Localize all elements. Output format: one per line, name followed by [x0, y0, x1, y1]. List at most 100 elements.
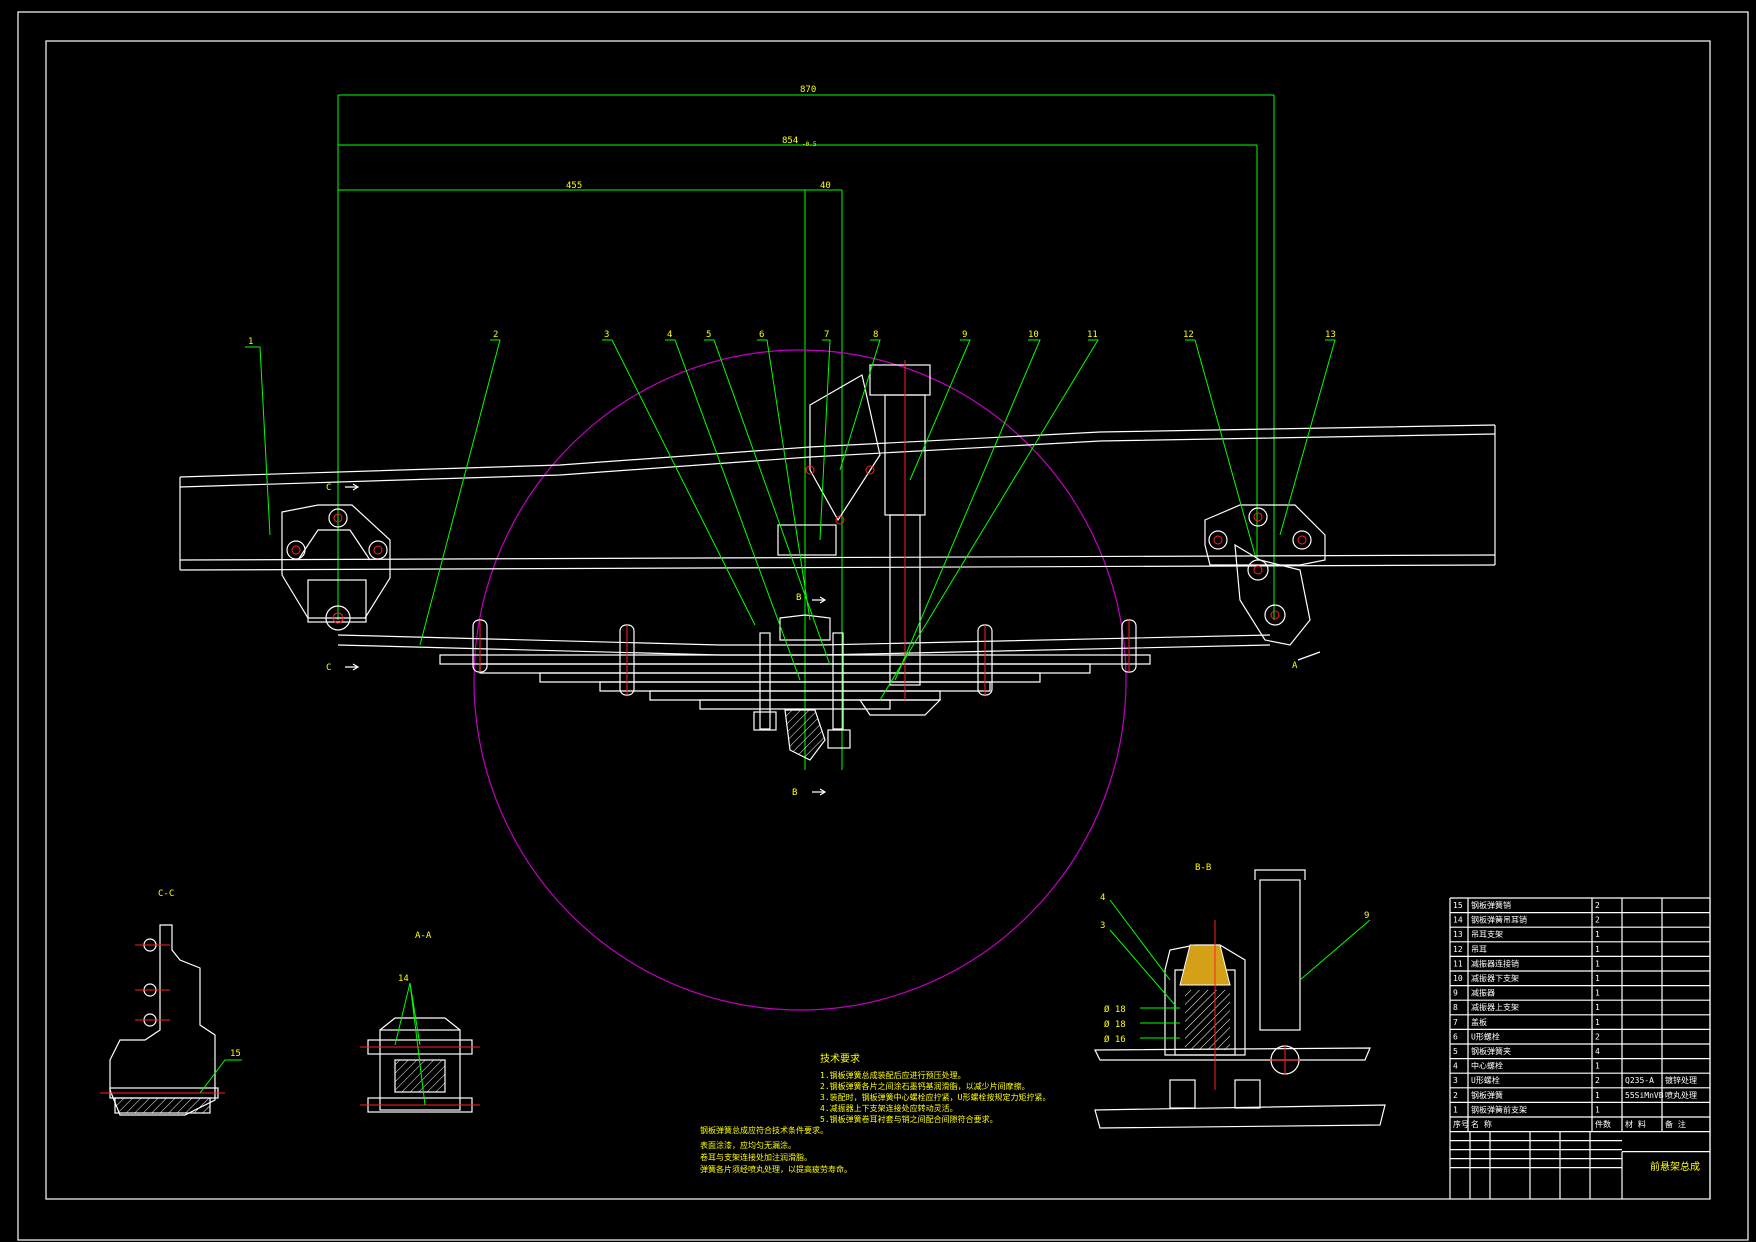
section-mark-a-right: A: [1292, 661, 1298, 671]
bom-cell: 2: [1595, 916, 1600, 925]
bom-cell: 2: [1453, 1091, 1458, 1100]
tech-note-line: 3.装配时，钢板弹簧中心螺栓应拧紧，U形螺栓按规定力矩拧紧。: [820, 1092, 1050, 1102]
dim-overall: 870: [800, 85, 816, 95]
view-b-b-dia-3: Ø 16: [1104, 1034, 1126, 1045]
tech-note-line: 2.钢板弹簧各片之间涂石墨钙基润滑脂，以减少片间摩擦。: [820, 1081, 1030, 1091]
bom-cell: 5: [1453, 1047, 1458, 1056]
bom-cell: 1: [1595, 959, 1600, 968]
bom-cell: 1: [1595, 1062, 1600, 1071]
tech-note-line: 1.钢板弹簧总成装配后应进行预压处理。: [820, 1070, 966, 1080]
bom-cell: 减振器: [1471, 988, 1495, 998]
view-b-b-label-3: 3: [1100, 921, 1105, 931]
bom-cell: 55SiMnVB: [1625, 1091, 1664, 1100]
bom-cell: 3: [1453, 1076, 1458, 1085]
leader-label-12: 12: [1183, 330, 1194, 340]
bom-cell: 减振器上支架: [1471, 1002, 1519, 1012]
leader-label-9: 9: [962, 330, 967, 340]
bom-cell: 2: [1595, 1076, 1600, 1085]
bom-cell: 1: [1595, 1003, 1600, 1012]
front-bracket: [281, 504, 391, 631]
bom-cell: 1: [1595, 989, 1600, 998]
bom-cell: 1: [1595, 930, 1600, 939]
bom-cell: 盖板: [1471, 1017, 1487, 1027]
leader-label-8: 8: [873, 330, 878, 340]
bom-cell: 1: [1595, 974, 1600, 983]
leader-label-3: 3: [604, 330, 609, 340]
leader-label-1: 1: [248, 337, 253, 347]
bom-header-cell: 名 称: [1471, 1119, 1492, 1129]
bom-cell: 钢板弹簧前支架: [1471, 1104, 1527, 1114]
bom-cell: 11: [1453, 959, 1463, 968]
bom-cell: 9: [1453, 989, 1458, 998]
section-mark-c-bottom: C: [326, 663, 331, 673]
dim-center-width: 40: [820, 181, 831, 191]
view-b-b-label-4: 4: [1100, 893, 1105, 903]
tech-notes: 1.钢板弹簧总成装配后应进行预压处理。 2.钢板弹簧各片之间涂石墨钙基润滑脂，以…: [700, 1070, 1050, 1174]
bom-cell: 10: [1453, 974, 1463, 983]
bom-cell: 吊耳: [1471, 945, 1487, 954]
leader-labels: 1 2 3 4 5 6 7 8 9 10 11 12 13: [248, 330, 1336, 347]
dim-eye-to-eye: 854: [782, 136, 798, 146]
view-label-b-b: B-B: [1195, 863, 1211, 873]
bom-cell: U形螺栓: [1471, 1075, 1500, 1085]
dim-eye-tol: -0.5: [802, 141, 817, 148]
leader-label-10: 10: [1028, 330, 1039, 340]
bom-cell: 2: [1595, 1032, 1600, 1041]
bom-cell: 钢板弹簧夹: [1471, 1046, 1511, 1056]
view-c-c-label-15: 15: [230, 1049, 241, 1059]
bom-title: 前悬架总成: [1650, 1160, 1700, 1173]
bom-cell: 1: [1595, 1018, 1600, 1027]
leader-label-5: 5: [706, 330, 711, 340]
bom-cell: 钢板弹簧: [1471, 1090, 1503, 1100]
section-mark-b-bottom: B: [792, 788, 797, 798]
bom-cell: 4: [1595, 1047, 1600, 1056]
bom-cell: 1: [1453, 1105, 1458, 1114]
bom-cell: 8: [1453, 1003, 1458, 1012]
bom-header-cell: 材 料: [1625, 1119, 1646, 1129]
view-b-b: [1094, 869, 1386, 1129]
bom-header-cell: 序号: [1453, 1119, 1469, 1129]
tech-note-line: 卷耳与支架连接处加注润滑脂。: [700, 1152, 812, 1162]
bom-header-cell: 备 注: [1665, 1119, 1686, 1129]
section-marks: C C B B A: [326, 483, 1298, 798]
bom-cell: 12: [1453, 945, 1463, 954]
bom-cell: 15: [1453, 901, 1463, 910]
view-label-c-c: C-C: [158, 889, 174, 899]
shock-absorber: [777, 364, 942, 716]
view-a-a-label-14: 14: [398, 974, 409, 984]
tech-note-line: 4.减振器上下支架连接处应转动灵活。: [820, 1103, 958, 1113]
leader-label-2: 2: [493, 330, 498, 340]
bom-cell: 喷丸处理: [1665, 1090, 1697, 1100]
view-b-b-dia-2: Ø 18: [1104, 1019, 1126, 1030]
section-mark-c-top: C: [326, 483, 331, 493]
tech-note-line: 5.钢板弹簧卷耳衬套与销之间配合间隙符合要求。: [820, 1114, 998, 1124]
bom-cell: 2: [1595, 901, 1600, 910]
bom-cell: 4: [1453, 1062, 1458, 1071]
rear-bracket: [1204, 504, 1326, 646]
outer-border: [17, 11, 1749, 1241]
leader-label-11: 11: [1087, 330, 1098, 340]
bom-cell: 7: [1453, 1018, 1458, 1027]
leader-label-6: 6: [759, 330, 764, 340]
bom-cell: 1: [1595, 1105, 1600, 1114]
bom-cell: 吊耳支架: [1471, 929, 1503, 939]
leader-lines: [245, 339, 1336, 701]
view-b-b-label-9: 9: [1364, 911, 1369, 921]
dim-front-half: 455: [566, 181, 582, 191]
view-b-b-dia-1: Ø 18: [1104, 1004, 1126, 1015]
tech-note-line: 钢板弹簧总成应符合技术条件要求。: [700, 1125, 828, 1135]
tech-note-line: 表面涂漆，应均匀无漏涂。: [700, 1140, 796, 1150]
bom-cell: 钢板弹簧销: [1471, 900, 1511, 910]
leader-label-13: 13: [1325, 330, 1336, 340]
bom-cell: Q235-A: [1625, 1076, 1654, 1085]
tech-note-line: 弹簧各片须经喷丸处理，以提高疲劳寿命。: [700, 1164, 852, 1174]
bom-cell: 减振器连接销: [1471, 958, 1519, 968]
bom-cell: 14: [1453, 916, 1463, 925]
section-mark-b-top: B: [796, 593, 801, 603]
bom-cell: 1: [1595, 945, 1600, 954]
inner-border: [45, 40, 1711, 1200]
tech-notes-title: 技术要求: [820, 1052, 860, 1065]
view-label-a-a: A-A: [415, 931, 432, 941]
